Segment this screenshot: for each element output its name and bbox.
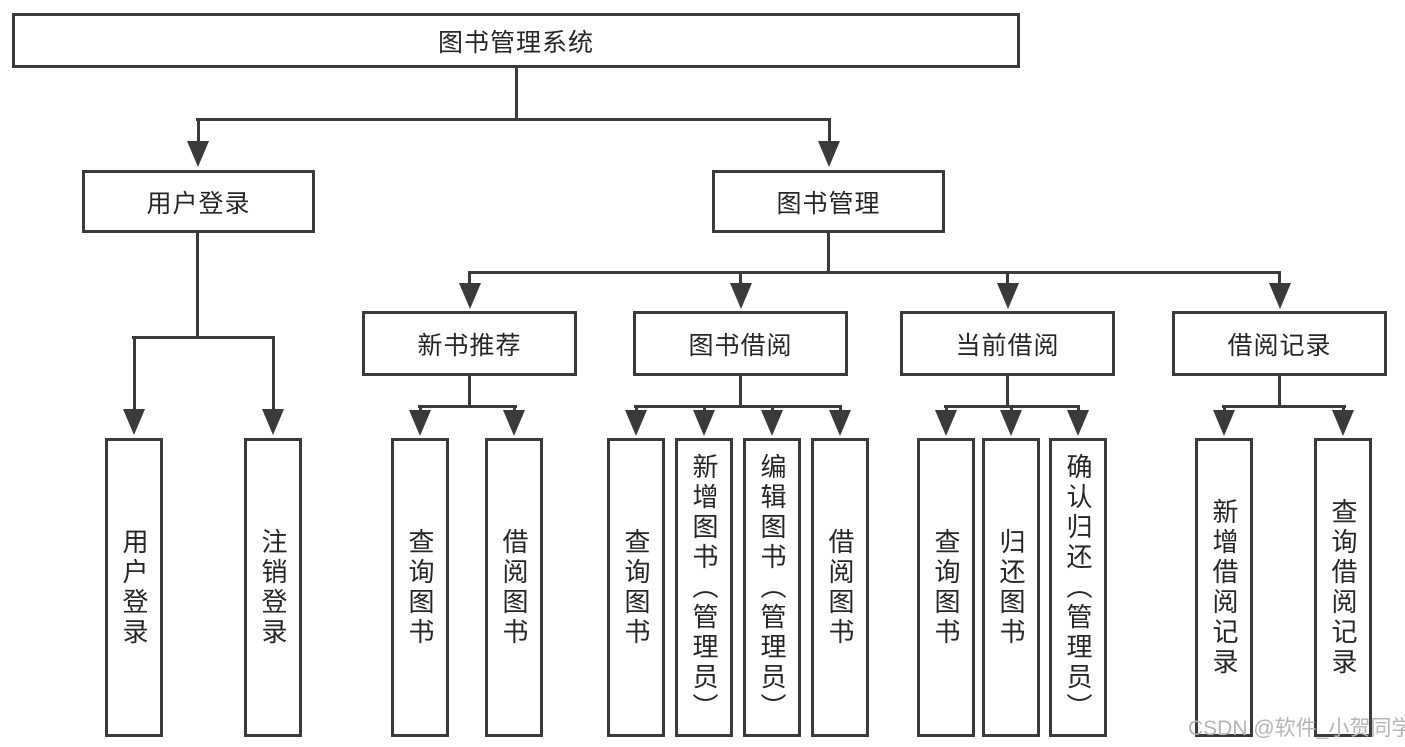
arrowhead-down-icon: [625, 410, 647, 436]
connector-group-rail: [634, 405, 842, 408]
leaf-edit-books-admin: 编辑图书（管理员）: [743, 438, 801, 737]
arrowhead-down-icon: [1213, 410, 1235, 436]
arrowhead-down-icon: [409, 410, 431, 436]
leaf-query-books-current: 查询图书: [917, 438, 975, 737]
node-book-borrowing: 图书借阅: [633, 311, 848, 376]
connector-arrow-stem: [1278, 271, 1281, 287]
arrowhead-down-icon: [1000, 410, 1022, 436]
connector-group-rail: [418, 405, 517, 408]
connector-arrow-stem: [739, 271, 742, 287]
arrowhead-down-icon: [187, 141, 209, 167]
arrowhead-down-icon: [761, 410, 783, 436]
node-new-book-recommend: 新书推荐: [362, 311, 577, 376]
arrowhead-down-icon: [829, 410, 851, 436]
connector-arrow-stem: [1006, 271, 1009, 287]
connector-level2-rail: [196, 118, 831, 121]
leaf-add-borrow-record: 新增借阅记录: [1195, 438, 1253, 737]
arrowhead-down-icon: [997, 283, 1019, 309]
arrowhead-down-icon: [503, 410, 525, 436]
leaf-logout: 注销登录: [244, 438, 302, 737]
connector-group-rail: [1222, 405, 1346, 408]
leaf-confirm-return-admin: 确认归还（管理员）: [1049, 438, 1107, 737]
node-current-borrowing: 当前借阅: [900, 311, 1115, 376]
leaf-borrow-books-recommend: 借阅图书: [485, 438, 543, 737]
connector-arrow-stem: [197, 118, 200, 144]
node-user-login: 用户登录: [82, 170, 315, 233]
leaf-add-books-admin: 新增图书（管理员）: [675, 438, 733, 737]
leaf-user-login: 用户登录: [105, 438, 163, 737]
leaf-return-books: 归还图书: [982, 438, 1040, 737]
arrowhead-down-icon: [262, 409, 284, 435]
connector-level3-rail: [468, 271, 1281, 274]
connector-group-drop: [468, 376, 471, 408]
node-library-system: 图书管理系统: [12, 13, 1020, 68]
arrowhead-down-icon: [1269, 283, 1291, 309]
node-book-management: 图书管理: [712, 170, 945, 233]
arrowhead-down-icon: [459, 283, 481, 309]
arrowhead-down-icon: [693, 410, 715, 436]
connector-root-drop: [515, 68, 518, 120]
arrowhead-down-icon: [123, 409, 145, 435]
leaf-borrow-books-borrowing: 借阅图书: [811, 438, 869, 737]
connector-arrow-stem: [828, 118, 831, 144]
connector-group-drop: [1278, 376, 1281, 408]
connector-arrow-stem: [468, 271, 471, 287]
arrowhead-down-icon: [1332, 410, 1354, 436]
arrowhead-down-icon: [818, 141, 840, 167]
connector-user-drop: [196, 233, 199, 338]
connector-group-drop: [739, 376, 742, 408]
connector-books-drop: [827, 233, 830, 274]
leaf-query-books-borrowing: 查询图书: [607, 438, 665, 737]
leaf-query-books-recommend: 查询图书: [391, 438, 449, 737]
connector-user-rail: [132, 336, 274, 339]
connector-arrow-stem: [272, 336, 275, 412]
connector-group-drop: [1006, 376, 1009, 408]
node-borrowing-records: 借阅记录: [1172, 311, 1387, 376]
leaf-query-borrow-record: 查询借阅记录: [1314, 438, 1372, 737]
csdn-watermark: CSDN @软件_小贺同学: [1188, 717, 1405, 740]
arrowhead-down-icon: [730, 283, 752, 309]
arrowhead-down-icon: [935, 410, 957, 436]
arrowhead-down-icon: [1067, 410, 1089, 436]
connector-arrow-stem: [133, 336, 136, 412]
